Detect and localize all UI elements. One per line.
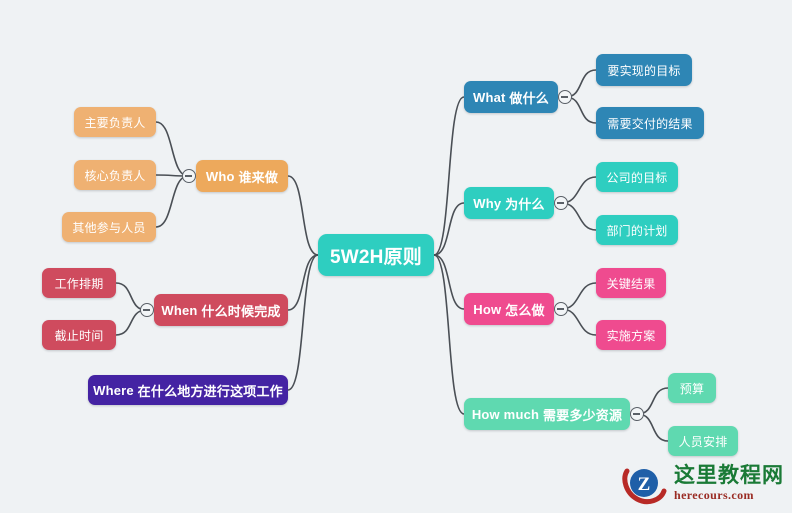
watermark-logo-icon: Z xyxy=(620,459,668,507)
node-label-cn: 怎么做 xyxy=(505,302,545,318)
leaf-node-howmuch-1[interactable]: 人员安排 xyxy=(668,426,738,456)
node-label: 核心负责人 xyxy=(84,168,146,183)
node-label: 工作排期 xyxy=(54,276,104,291)
node-label-cn: 做什么 xyxy=(509,90,549,106)
node-label: 主要负责人 xyxy=(84,115,146,130)
branch-node-how[interactable]: How 怎么做 xyxy=(464,293,554,325)
leaf-node-why-1[interactable]: 部门的计划 xyxy=(596,215,678,245)
connector-line xyxy=(433,254,465,310)
node-label-en: How much xyxy=(471,406,543,422)
watermark-text: 这里教程网 herecours.com xyxy=(674,465,784,501)
connector-line xyxy=(287,175,319,256)
node-label-cn: 为什么 xyxy=(505,196,545,212)
node-label: 部门的计划 xyxy=(606,223,668,238)
leaf-node-when-1[interactable]: 截止时间 xyxy=(42,320,116,350)
node-label: 截止时间 xyxy=(54,328,104,343)
collapse-toggle-howmuch[interactable] xyxy=(630,407,644,421)
leaf-node-who-1[interactable]: 核心负责人 xyxy=(74,160,156,190)
leaf-node-why-0[interactable]: 公司的目标 xyxy=(596,162,678,192)
branch-node-what[interactable]: What 做什么 xyxy=(464,81,558,113)
connector-line xyxy=(561,202,597,231)
node-label-en: Why xyxy=(473,195,506,211)
collapse-toggle-how[interactable] xyxy=(554,302,568,316)
collapse-toggle-why[interactable] xyxy=(554,196,568,210)
node-label: 5W2H原则 xyxy=(330,246,422,268)
leaf-node-what-0[interactable]: 要实现的目标 xyxy=(596,54,692,86)
branch-node-when[interactable]: When 什么时候完成 xyxy=(154,294,288,326)
node-label-en: Where xyxy=(93,382,138,398)
node-label-en: How xyxy=(473,301,506,317)
watermark-title: 这里教程网 xyxy=(674,464,784,487)
connector-line xyxy=(155,175,189,228)
watermark-url: herecours.com xyxy=(674,488,754,502)
leaf-node-when-0[interactable]: 工作排期 xyxy=(42,268,116,298)
branch-node-howmuch[interactable]: How much 需要多少资源 xyxy=(464,398,630,430)
node-label: 其他参与人员 xyxy=(72,220,146,235)
branch-node-where[interactable]: Where 在什么地方进行这项工作 xyxy=(88,375,288,405)
leaf-node-how-1[interactable]: 实施方案 xyxy=(596,320,666,350)
leaf-node-howmuch-0[interactable]: 预算 xyxy=(668,373,716,403)
leaf-node-who-2[interactable]: 其他参与人员 xyxy=(62,212,156,242)
node-label: 公司的目标 xyxy=(606,170,668,185)
collapse-toggle-who[interactable] xyxy=(182,169,196,183)
branch-node-who[interactable]: Who 谁来做 xyxy=(196,160,288,192)
node-label-cn: 什么时候完成 xyxy=(201,303,281,319)
node-label-en: Who xyxy=(205,168,239,184)
svg-text:Z: Z xyxy=(638,474,651,495)
node-label-cn: 谁来做 xyxy=(238,169,279,185)
node-label: 预算 xyxy=(679,381,705,396)
watermark: Z 这里教程网 herecours.com xyxy=(620,459,784,507)
connector-line xyxy=(287,254,319,311)
node-label: 要实现的目标 xyxy=(607,63,681,78)
connector-line xyxy=(433,202,465,256)
connector-line xyxy=(155,121,189,177)
node-label: 实施方案 xyxy=(606,328,656,343)
collapse-toggle-what[interactable] xyxy=(558,90,572,104)
branch-node-why[interactable]: Why 为什么 xyxy=(464,187,554,219)
node-label: 关键结果 xyxy=(606,276,656,291)
leaf-node-what-1[interactable]: 需要交付的结果 xyxy=(596,107,704,139)
node-label-cn: 需要多少资源 xyxy=(542,407,623,423)
root-node[interactable]: 5W2H原则 xyxy=(318,234,434,276)
node-label: 人员安排 xyxy=(678,434,728,449)
node-label-en: When xyxy=(161,302,202,318)
node-label: 需要交付的结果 xyxy=(607,116,693,131)
node-label-cn: 在什么地方进行这项工作 xyxy=(137,383,283,399)
connector-line xyxy=(287,254,319,391)
leaf-node-who-0[interactable]: 主要负责人 xyxy=(74,107,156,137)
node-label-en: What xyxy=(473,89,510,105)
connector-line xyxy=(561,308,597,336)
collapse-toggle-when[interactable] xyxy=(140,303,154,317)
connector-line xyxy=(433,254,465,415)
leaf-node-how-0[interactable]: 关键结果 xyxy=(596,268,666,298)
connector-line xyxy=(433,96,465,256)
